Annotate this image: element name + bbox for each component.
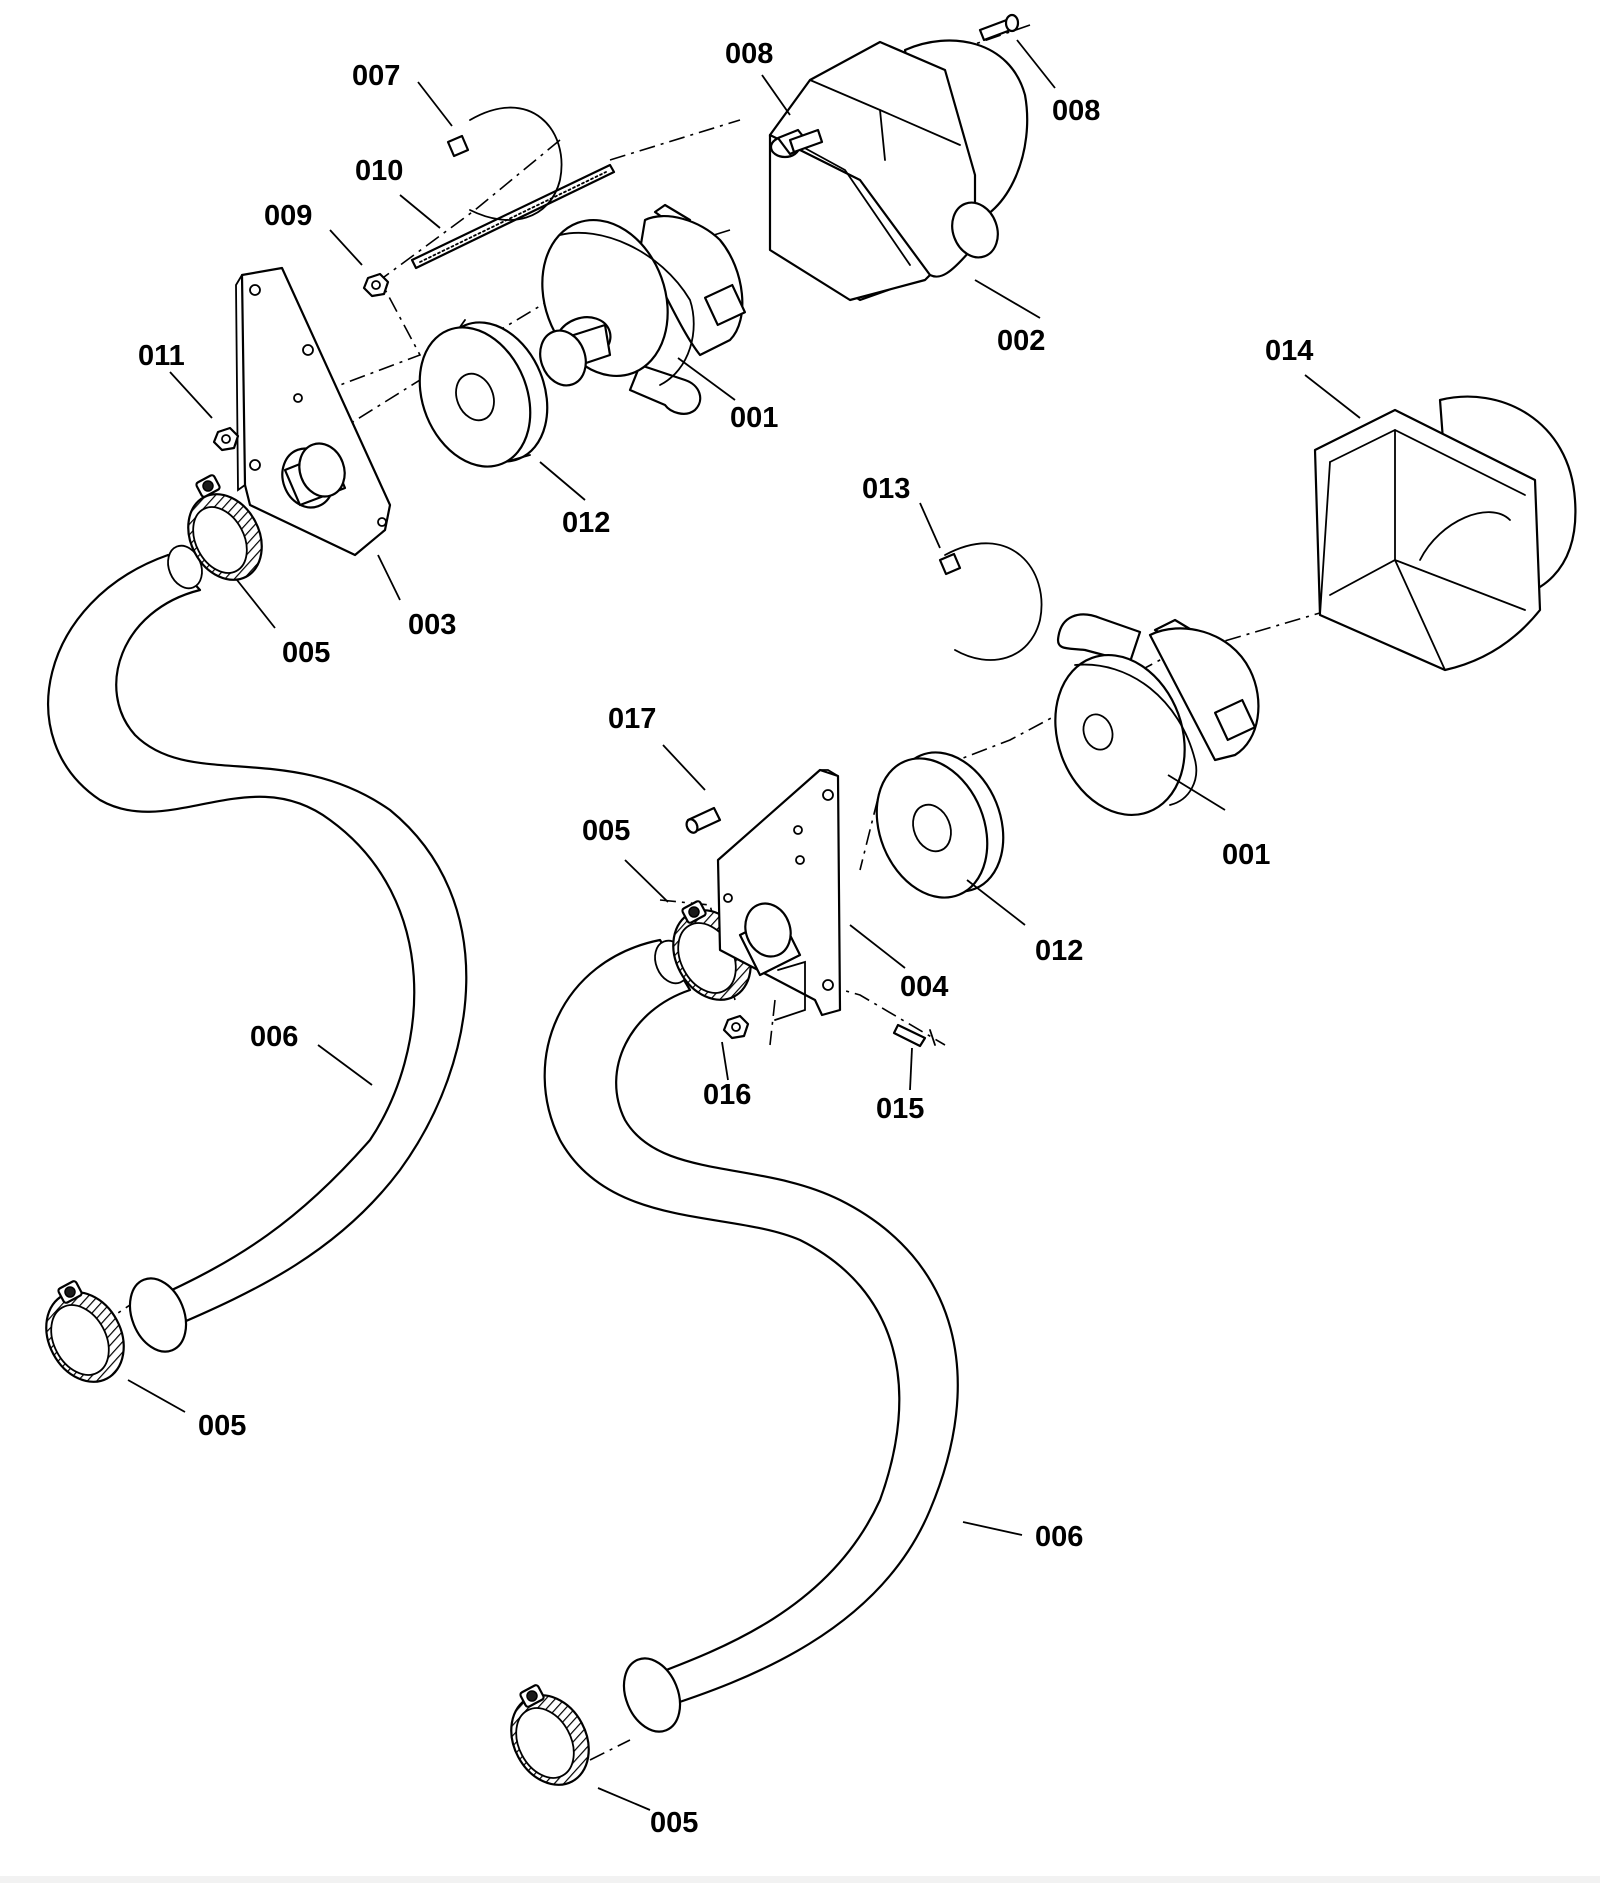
hose-clamp-005-top-left	[187, 474, 263, 581]
callout-003: 003	[408, 609, 456, 641]
callout-005-top-left: 005	[282, 637, 330, 669]
pump-001-bottom	[1054, 613, 1260, 817]
seal-012-bottom	[875, 751, 1005, 899]
callout-005-bottom-left: 005	[198, 1410, 246, 1442]
callout-labels: 007 008 008 010 009 011 001 012 002 014 …	[138, 38, 1313, 1839]
hose-clamp-005-bottom-left	[45, 1280, 125, 1383]
clip-007	[446, 106, 563, 221]
pin-017	[685, 806, 722, 834]
callout-009: 009	[264, 200, 312, 232]
callout-001-bottom: 001	[1222, 839, 1270, 871]
shroud-002	[768, 39, 1029, 302]
callout-011: 011	[138, 340, 185, 372]
seal-012-top	[418, 319, 549, 468]
screw-015	[892, 1023, 936, 1048]
callout-007: 007	[352, 60, 400, 92]
clip-013	[938, 542, 1043, 661]
callout-001-top: 001	[730, 402, 778, 434]
callout-008-top-right: 008	[1052, 95, 1100, 127]
callout-010: 010	[355, 155, 403, 187]
callout-005-center: 005	[582, 815, 630, 847]
callout-016: 016	[703, 1079, 751, 1111]
screw-008-left	[788, 128, 824, 154]
nut-009	[362, 272, 390, 298]
hose-006-left	[47, 544, 468, 1353]
callout-015: 015	[876, 1093, 924, 1125]
callout-004: 004	[900, 971, 948, 1003]
callout-013: 013	[862, 473, 910, 505]
leader-lines	[127, 39, 1361, 1811]
callout-014: 014	[1265, 335, 1313, 367]
nut-011	[212, 426, 240, 452]
callout-006-left: 006	[250, 1021, 298, 1053]
callout-017: 017	[608, 703, 656, 735]
callout-008-top-left: 008	[725, 38, 773, 70]
callout-006-right: 006	[1035, 1521, 1083, 1553]
callout-012-top: 012	[562, 507, 610, 539]
bottom-edge	[0, 1876, 1600, 1883]
callout-002: 002	[997, 325, 1045, 357]
screw-008-top	[978, 13, 1020, 42]
pump-001-top	[539, 203, 747, 415]
shroud-014	[1313, 395, 1577, 672]
callout-005-bottom-center: 005	[650, 1807, 698, 1839]
nut-016	[722, 1014, 750, 1040]
hose-006-right	[543, 938, 959, 1733]
hose-clamp-005-bottom-center	[510, 1684, 590, 1786]
bracket-003	[235, 266, 392, 557]
rod-010	[410, 163, 616, 270]
callout-012-bottom: 012	[1035, 935, 1083, 967]
bracket-004	[716, 768, 842, 1021]
